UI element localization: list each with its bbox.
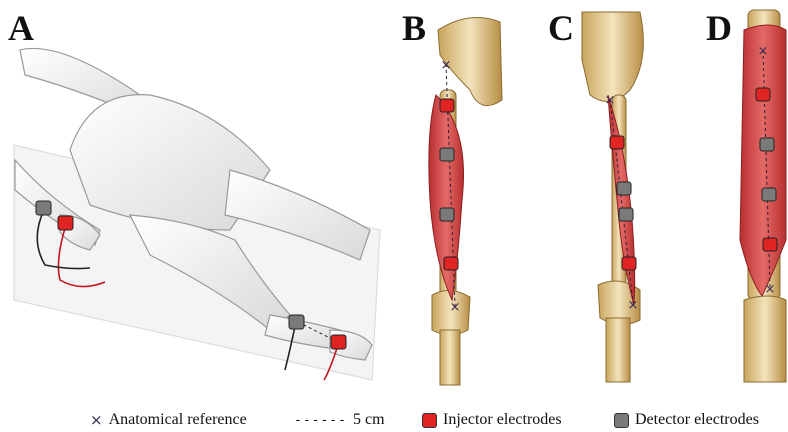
injector-electrode-c-bottom	[622, 257, 636, 270]
detector-electrode-d-top	[760, 138, 774, 151]
detector-electrode-icon	[614, 413, 629, 428]
detector-electrode-b-top	[440, 148, 454, 161]
injector-electrode-d-top	[756, 88, 770, 101]
injector-electrode-ankle	[331, 335, 346, 349]
legend-detector: Detector electrodes	[614, 412, 759, 428]
injector-electrode-b-bottom	[444, 257, 458, 270]
foot-d	[744, 296, 786, 382]
legend-detector-label: Detector electrodes	[635, 411, 759, 428]
legend-injector: Injector electrodes	[422, 412, 562, 428]
legend-injector-label: Injector electrodes	[443, 411, 562, 428]
panel-c-thigh-illustration	[582, 12, 643, 382]
tibia-b	[440, 330, 460, 385]
injector-electrode-c-top	[610, 136, 624, 149]
legend-anatomical-label: Anatomical reference	[109, 411, 247, 428]
cross-marker-icon: ×	[90, 413, 103, 428]
injector-electrode-b-top	[440, 99, 454, 112]
anatomical-marker-c-top: ×	[605, 93, 616, 108]
anatomical-marker-d-bottom: ×	[765, 282, 776, 297]
detector-electrode-c-bottom	[619, 208, 633, 221]
detector-electrode-c-top	[617, 182, 631, 195]
injector-electrode-d-bottom	[763, 238, 777, 251]
dashed-line-icon: ------	[294, 414, 347, 427]
anatomical-marker-d-top: ×	[758, 44, 769, 59]
legend-anatomical-reference: × Anatomical reference	[90, 412, 247, 428]
detector-electrode-b-bottom	[440, 208, 454, 221]
anatomical-marker-b-top: ×	[441, 58, 452, 73]
injector-electrode-icon	[422, 413, 437, 428]
pelvis-c	[582, 12, 643, 101]
detector-electrode-d-bottom	[762, 188, 776, 201]
legend-distance: ------ 5 cm	[294, 412, 385, 428]
figure-illustration: × × × × × ×	[0, 0, 788, 400]
anatomical-marker-b-bottom: ×	[450, 300, 461, 315]
detector-electrode-ankle	[289, 315, 304, 329]
injector-electrode-wrist	[58, 216, 73, 230]
panel-a-body-illustration	[14, 48, 380, 380]
legend-distance-label: 5 cm	[353, 411, 385, 428]
muscle-d	[740, 25, 786, 296]
anatomical-marker-c-bottom: ×	[628, 298, 639, 313]
tibia-c	[606, 318, 630, 382]
detector-electrode-wrist	[36, 201, 51, 215]
